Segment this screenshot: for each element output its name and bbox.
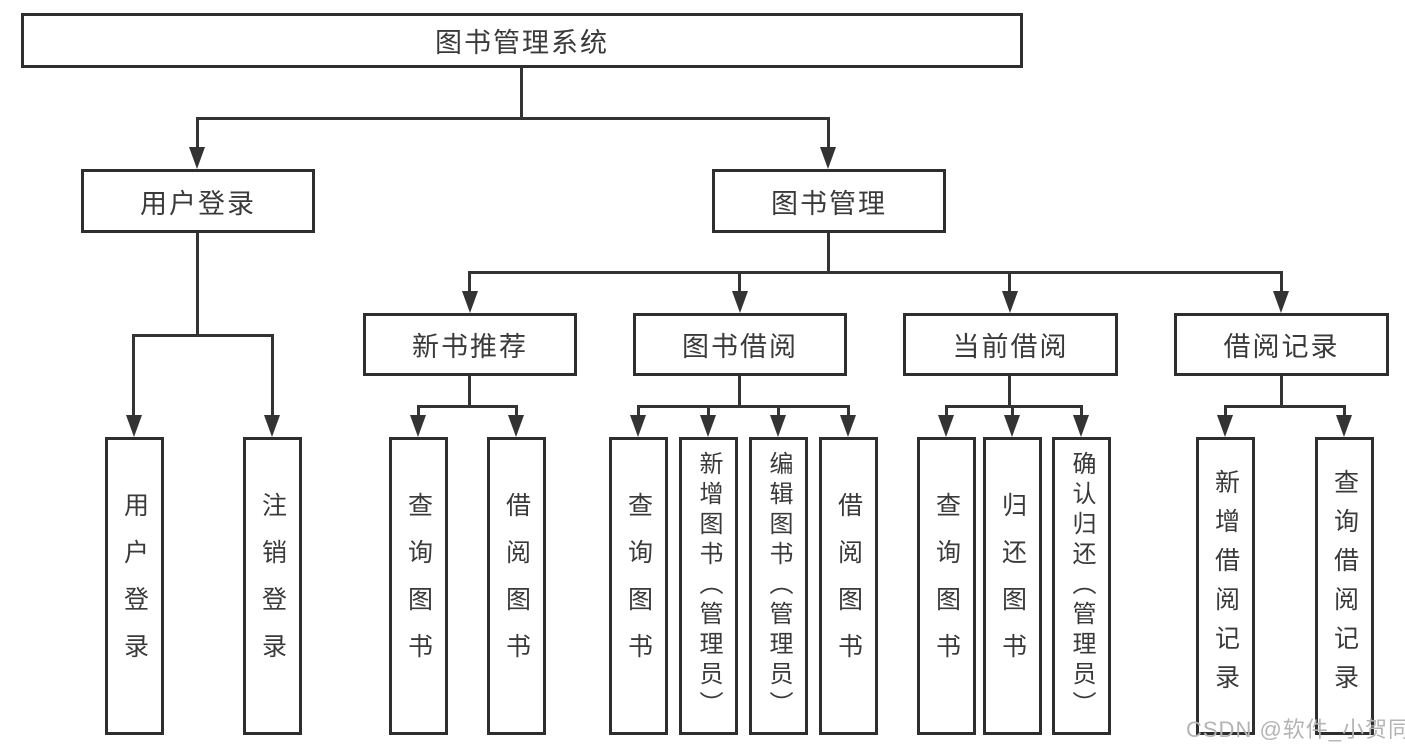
arrow-down-icon <box>1073 415 1089 437</box>
arrow-down-icon <box>1273 291 1289 313</box>
connector-line <box>468 271 1283 274</box>
node-label: 借阅图书 <box>834 492 863 680</box>
connector-line <box>468 271 471 295</box>
arrow-down-icon <box>840 415 856 437</box>
node-label: 查询借阅记录 <box>1330 469 1359 703</box>
connector-line <box>707 405 710 419</box>
connector-line <box>637 405 640 419</box>
node-label: 注销登录 <box>258 492 287 680</box>
node-book-borrowing: 图书借阅 <box>633 313 847 376</box>
leaf-confirm-return-admin: 确认归还（管理员） <box>1052 437 1111 735</box>
connector-line <box>132 334 135 417</box>
node-label: 查询图书 <box>932 492 961 680</box>
leaf-add-borrow-record: 新增借阅记录 <box>1196 437 1255 735</box>
node-label: 确认归还（管理员） <box>1068 451 1095 721</box>
node-label: 查询图书 <box>404 492 433 680</box>
connector-line <box>196 117 199 150</box>
connector-line <box>271 334 274 417</box>
node-library-system: 图书管理系统 <box>21 13 1023 68</box>
connector-line <box>1343 405 1346 419</box>
node-label: 查询图书 <box>624 492 653 680</box>
node-label: 图书借阅 <box>682 332 798 362</box>
node-label: 编辑图书（管理员） <box>765 451 792 721</box>
node-label: 新增图书（管理员） <box>695 451 722 721</box>
node-book-management: 图书管理 <box>712 169 946 233</box>
leaf-user-login: 用户登录 <box>105 437 164 735</box>
arrow-down-icon <box>732 291 748 313</box>
arrow-down-icon <box>820 147 836 169</box>
arrow-down-icon <box>1217 415 1233 437</box>
connector-line <box>520 68 523 119</box>
node-label: 借阅图书 <box>502 492 531 680</box>
node-label: 图书管理 <box>771 188 887 219</box>
connector-line <box>738 271 741 295</box>
leaf-query-books-current: 查询图书 <box>917 437 976 735</box>
node-borrowing-records: 借阅记录 <box>1174 313 1389 376</box>
arrow-down-icon <box>189 147 205 169</box>
arrow-down-icon <box>508 415 524 437</box>
arrow-down-icon <box>1336 415 1352 437</box>
connector-line <box>738 376 741 408</box>
connector-line <box>945 405 1083 408</box>
connector-line <box>515 405 518 419</box>
leaf-logout: 注销登录 <box>243 437 302 735</box>
connector-line <box>1224 405 1346 408</box>
node-label: 当前借阅 <box>952 332 1069 362</box>
arrow-down-icon <box>938 415 954 437</box>
connector-line <box>1280 271 1283 295</box>
node-label: 新增借阅记录 <box>1211 469 1240 703</box>
node-current-borrowing: 当前借阅 <box>903 313 1118 376</box>
node-label: 图书管理系统 <box>435 28 609 58</box>
node-label: 借阅记录 <box>1223 332 1340 362</box>
arrow-down-icon <box>1002 291 1018 313</box>
arrow-down-icon <box>462 291 478 313</box>
node-new-book-recommendation: 新书推荐 <box>363 313 577 376</box>
arrow-down-icon <box>630 415 646 437</box>
connector-line <box>196 117 830 120</box>
connector-line <box>777 405 780 419</box>
arrow-down-icon <box>264 415 280 437</box>
node-user-login: 用户登录 <box>81 169 315 233</box>
connector-line <box>196 233 199 337</box>
connector-line <box>132 334 274 337</box>
node-label: 用户登录 <box>120 492 149 680</box>
leaf-return-books: 归还图书 <box>983 437 1042 735</box>
leaf-add-books-admin: 新增图书（管理员） <box>679 437 738 735</box>
connector-line <box>1008 271 1011 295</box>
connector-line <box>827 117 830 150</box>
leaf-edit-books-admin: 编辑图书（管理员） <box>749 437 808 735</box>
leaf-borrow-books-recommend: 借阅图书 <box>487 437 546 735</box>
leaf-borrow-books: 借阅图书 <box>819 437 878 735</box>
connector-line <box>468 376 471 408</box>
arrow-down-icon <box>770 415 786 437</box>
arrow-down-icon <box>700 415 716 437</box>
connector-line <box>1224 405 1227 419</box>
csdn-watermark: CSDN @软件_小贺同学 <box>1186 717 1405 742</box>
node-label: 归还图书 <box>998 492 1027 680</box>
connector-line <box>847 405 850 419</box>
arrow-down-icon <box>126 415 142 437</box>
connector-line <box>1008 376 1011 408</box>
node-label: 新书推荐 <box>412 332 528 362</box>
arrow-down-icon <box>410 415 426 437</box>
connector-line <box>637 405 850 408</box>
connector-line <box>417 405 518 408</box>
leaf-query-books-recommend: 查询图书 <box>389 437 448 735</box>
node-label: 用户登录 <box>140 188 256 219</box>
connector-line <box>1080 405 1083 419</box>
connector-line <box>1011 405 1014 419</box>
connector-line <box>827 233 830 274</box>
leaf-query-borrow-record: 查询借阅记录 <box>1315 437 1374 735</box>
leaf-query-books-borrowing: 查询图书 <box>609 437 668 735</box>
connector-line <box>1280 376 1283 408</box>
connector-line <box>417 405 420 419</box>
connector-line <box>945 405 948 419</box>
arrow-down-icon <box>1004 415 1020 437</box>
